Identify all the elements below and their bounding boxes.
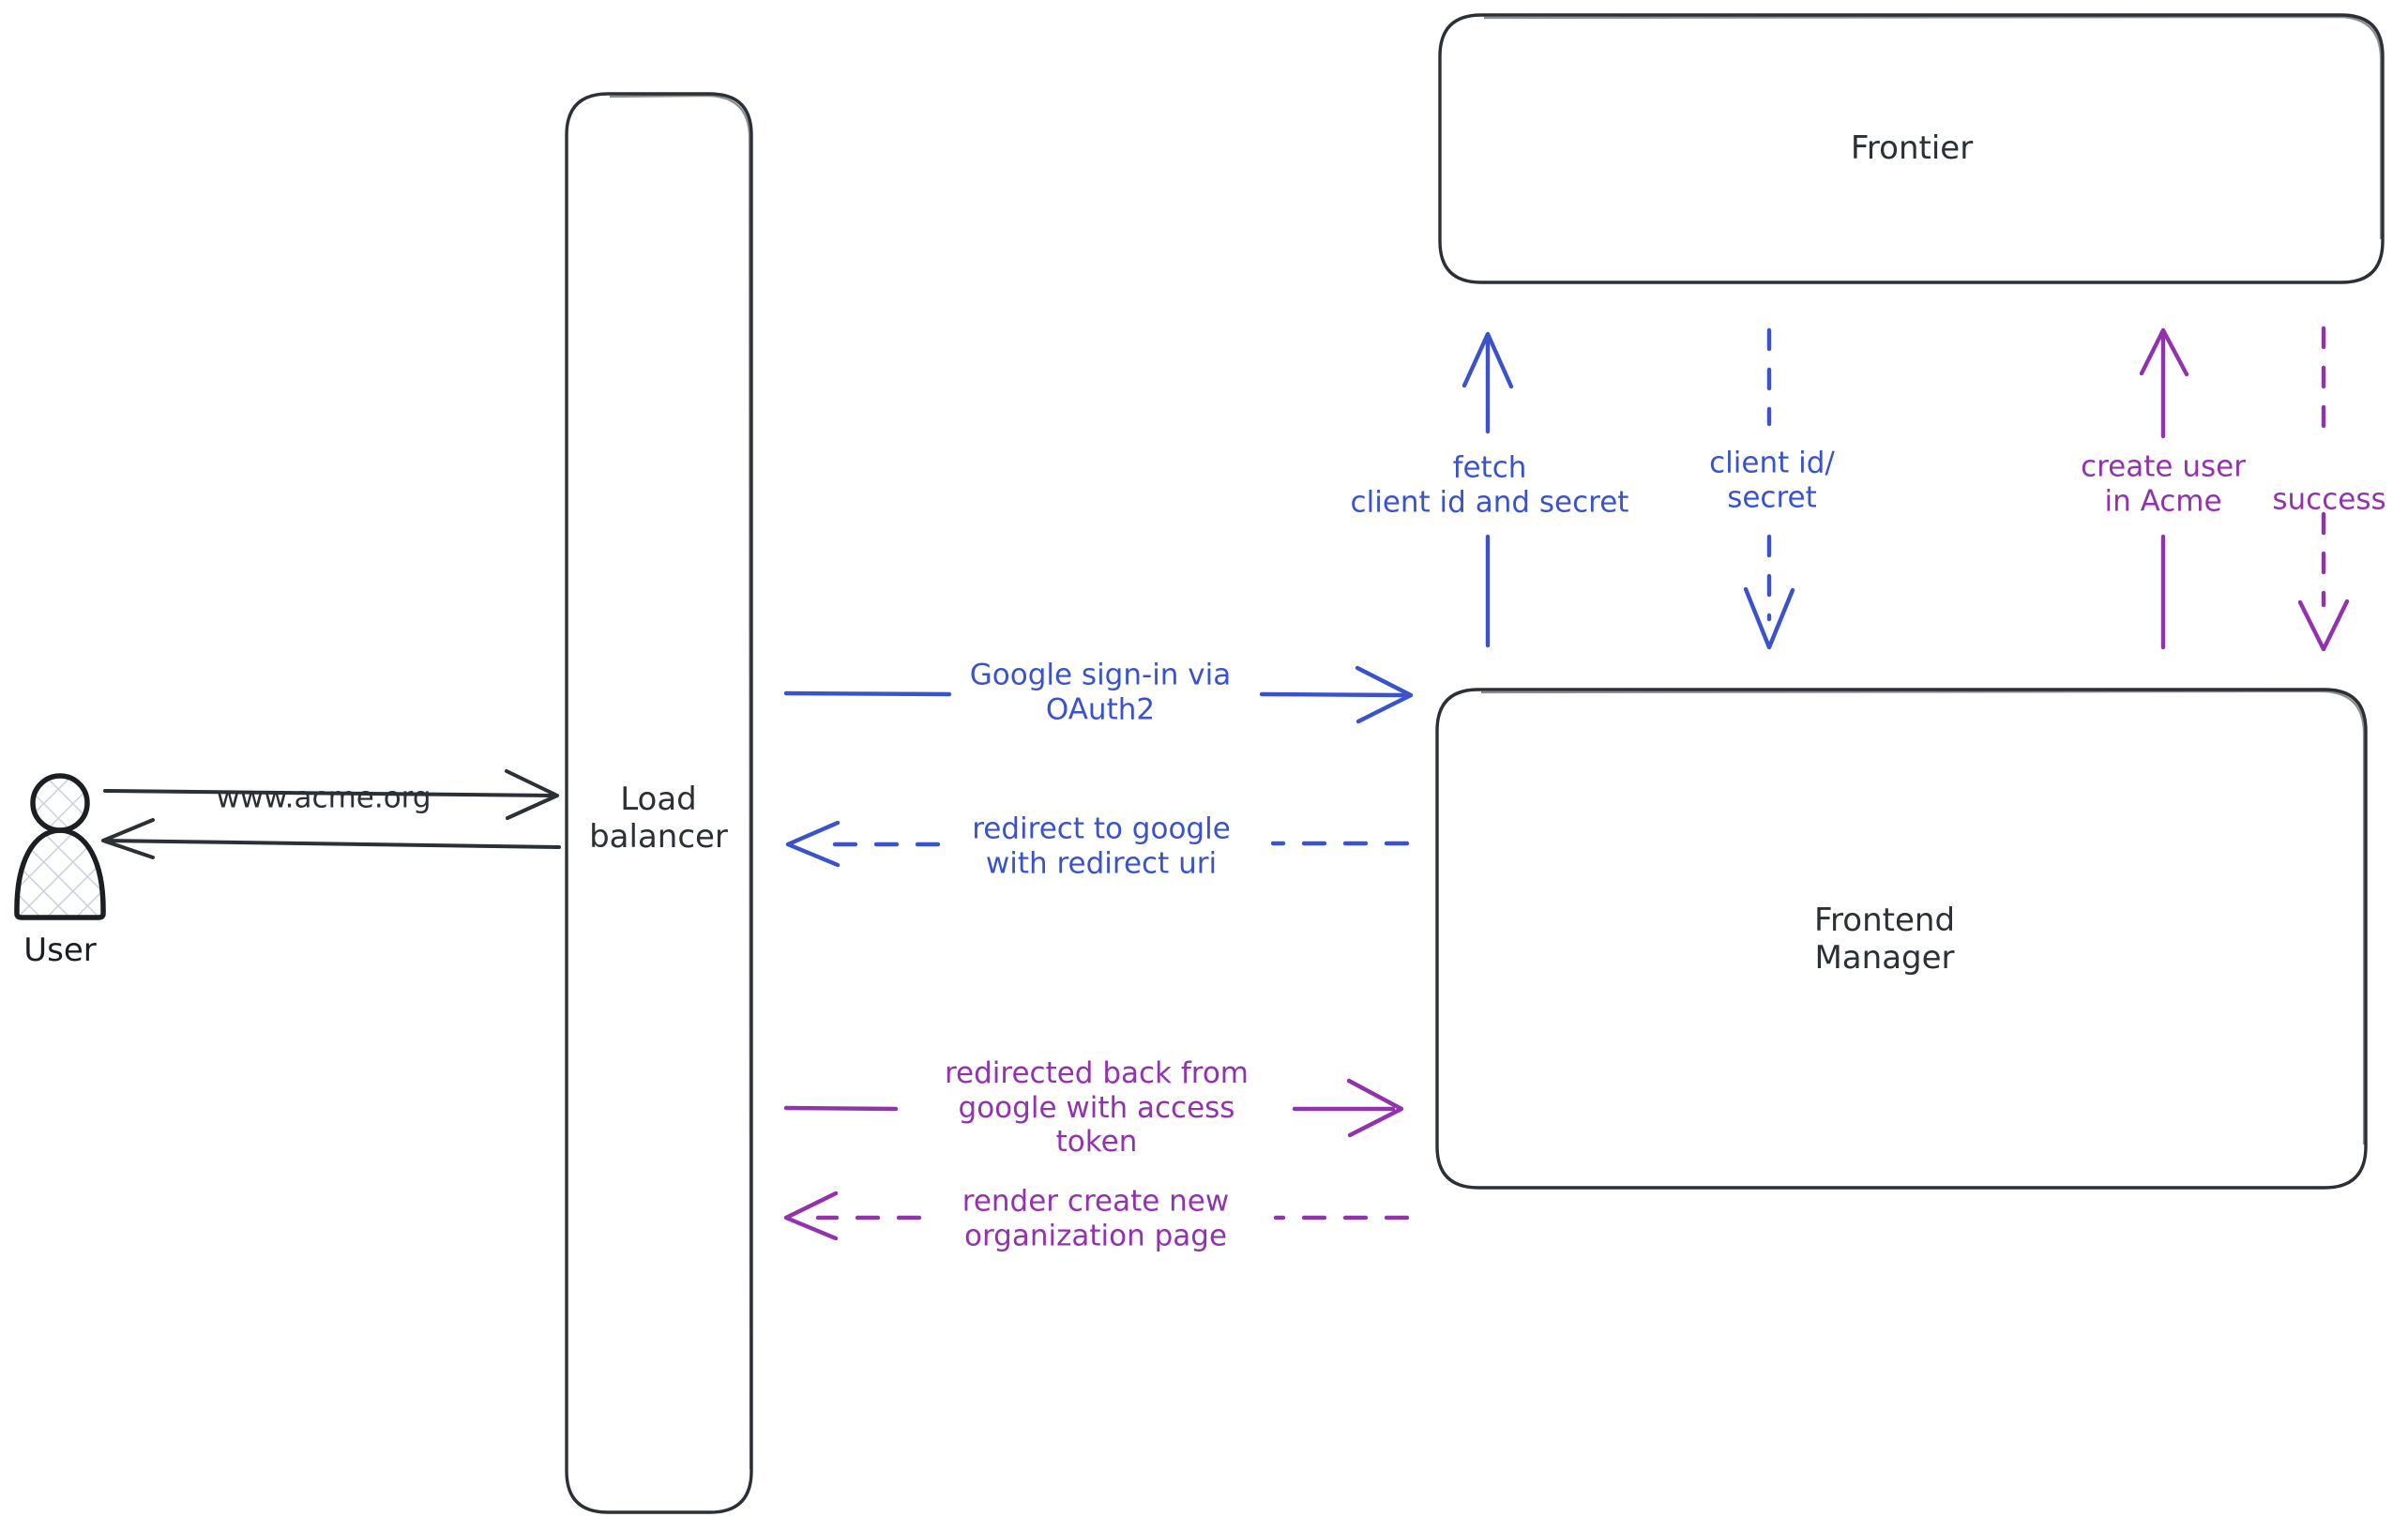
node-load-balancer[interactable] xyxy=(565,92,753,1514)
person-icon xyxy=(14,773,106,920)
edge-redirect-to-google xyxy=(785,820,1410,868)
edge-success xyxy=(2297,326,2350,652)
edge-user-to-load-balancer xyxy=(103,769,559,820)
edge-fetch-client-credentials xyxy=(1461,331,1514,648)
edge-google-signin xyxy=(783,665,1414,724)
edge-redirected-back-token xyxy=(783,1078,1404,1138)
edge-create-user-in-acme xyxy=(2139,327,2189,650)
edge-client-id-secret xyxy=(1743,327,1795,650)
edge-load-balancer-to-user xyxy=(101,818,561,859)
node-frontier[interactable] xyxy=(1438,13,2385,284)
node-frontend-manager[interactable] xyxy=(1435,688,2368,1190)
edge-render-create-org xyxy=(783,1191,1410,1241)
